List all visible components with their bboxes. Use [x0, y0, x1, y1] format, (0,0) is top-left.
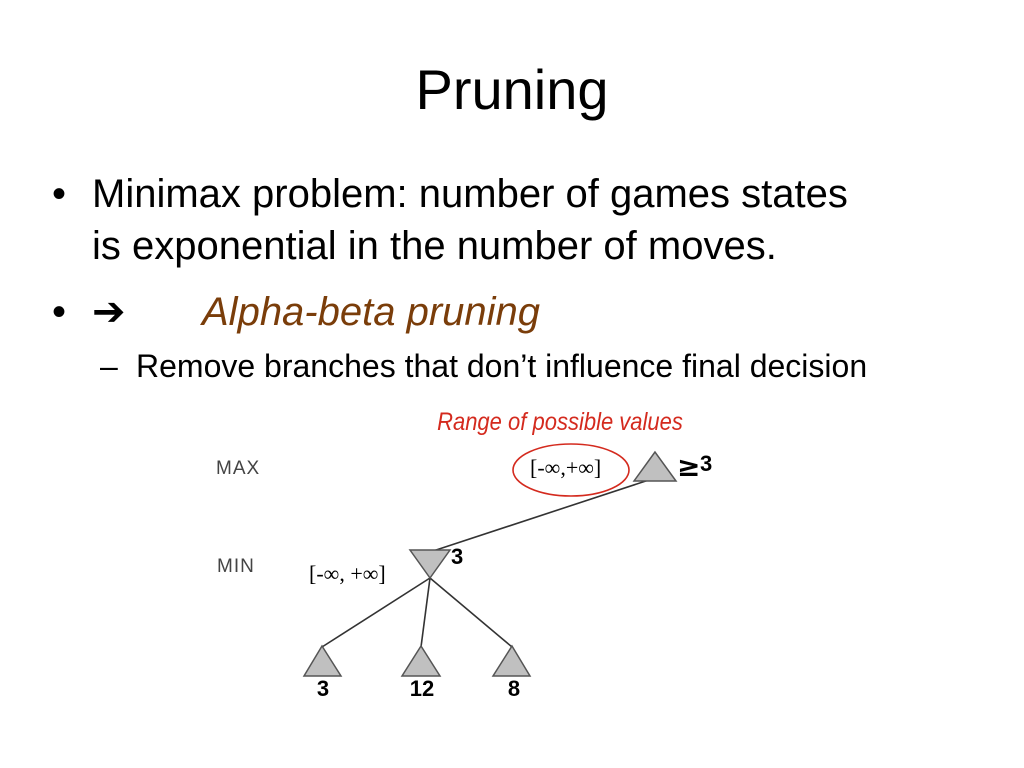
range-label: Range of possible values	[437, 408, 683, 436]
min-node	[408, 549, 452, 580]
edge-max-min	[429, 477, 656, 553]
right-arrow-icon: ➔	[92, 290, 126, 334]
slide-title: Pruning	[415, 58, 609, 121]
bullet-marker: •	[52, 172, 67, 216]
bullet-text: Minimax problem: number of games states …	[92, 168, 1022, 272]
leaf-value: 3	[316, 676, 330, 701]
max-bound-symbol: ≥	[677, 450, 700, 483]
max-interval: [-∞,+∞]	[530, 455, 602, 480]
leaf-value: 12	[409, 676, 435, 701]
bullet-text-line: is exponential in the number of moves.	[92, 224, 777, 268]
highlight-ellipse	[512, 443, 630, 497]
min-interval: [-∞, +∞]	[309, 561, 386, 586]
alpha-beta-term: Alpha-beta pruning	[202, 290, 541, 334]
sub-bullet-text: Remove branches that don’t influence fin…	[136, 348, 868, 384]
edge-min-leaf-1	[321, 577, 431, 648]
max-bound-value: 3	[700, 451, 713, 476]
max-node	[632, 450, 678, 482]
min-node-value: 3	[451, 544, 464, 569]
edge-min-leaf-3	[429, 577, 513, 648]
edge-min-leaf-2	[420, 577, 431, 648]
leaf-node	[491, 644, 532, 677]
leaf-value: 8	[507, 676, 521, 701]
sub-bullet-marker: –	[100, 348, 118, 384]
bullet-text-line: Minimax problem: number of games states	[92, 172, 848, 216]
bullet-marker: •	[52, 290, 67, 334]
level-label-min: MIN	[217, 556, 255, 577]
leaf-node	[302, 644, 343, 677]
leaf-node	[400, 644, 442, 677]
level-label-max: MAX	[216, 458, 261, 479]
